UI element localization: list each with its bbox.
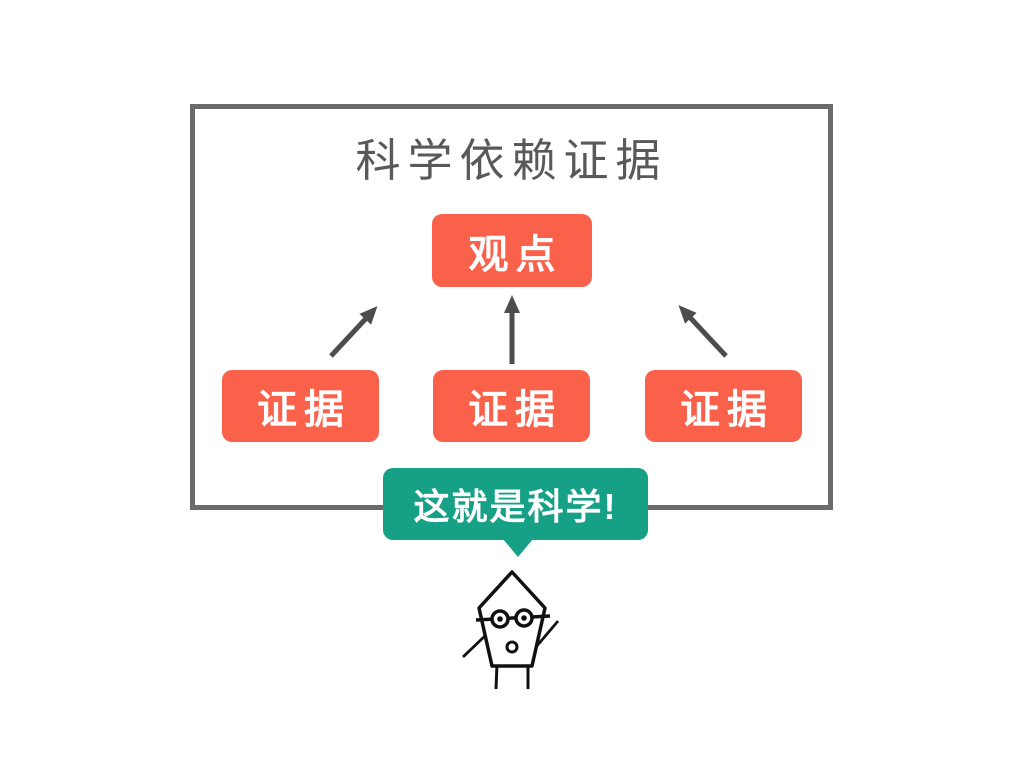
glasses-icon	[475, 608, 551, 629]
evidence-box-left: 证据	[222, 370, 379, 442]
speech-bubble: 这就是科学!	[383, 468, 648, 557]
evidence-box-middle: 证据	[433, 370, 590, 442]
character-left-arm	[462, 632, 488, 659]
speech-bubble-text: 这就是科学!	[413, 486, 618, 527]
evidence-box-right: 证据	[645, 370, 802, 442]
character-mouth	[505, 640, 519, 654]
character-head	[477, 570, 547, 668]
speech-bubble-tail	[503, 539, 533, 557]
character-left-leg	[494, 663, 499, 690]
pen-nib-character	[462, 570, 560, 690]
diagram-title: 科学依赖证据	[355, 134, 668, 186]
character-right-arm	[534, 620, 560, 648]
viewpoint-box: 观点	[432, 214, 592, 287]
